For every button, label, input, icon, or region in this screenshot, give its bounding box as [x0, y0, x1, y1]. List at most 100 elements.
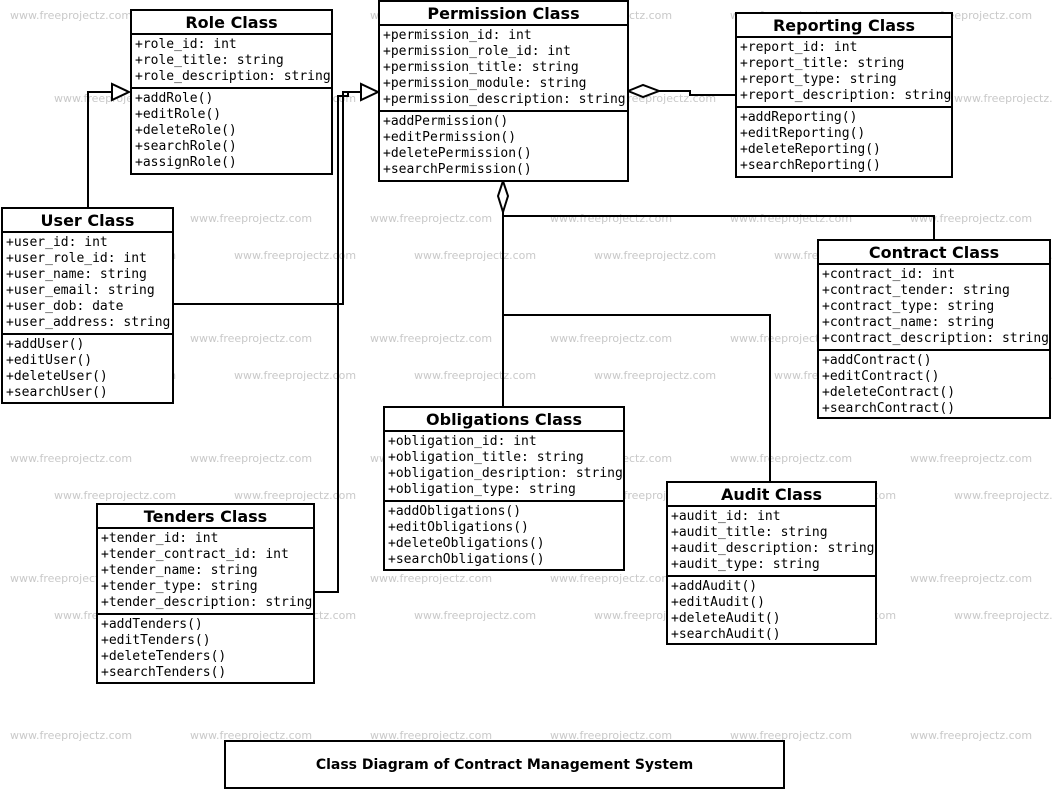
class-attribute: +tender_id: int [101, 531, 219, 546]
class-method: +addAudit() [671, 579, 758, 594]
class-method: +addTenders() [101, 617, 203, 632]
contract-class-methods: +addContract() +editContract() +deleteCo… [819, 349, 1049, 419]
class-attribute: +permission_id: int [383, 28, 532, 43]
audit-class-box: Audit Class +audit_id: int +audit_title:… [666, 481, 877, 645]
class-method: +searchPermission() [383, 162, 532, 177]
class-attribute: +permission_description: string [383, 92, 626, 107]
class-attribute: +report_id: int [740, 40, 858, 55]
class-attribute: +audit_title: string [671, 525, 828, 540]
contract-to-permission-aggregation-line [503, 215, 935, 239]
class-method: +deleteTenders() [101, 649, 227, 664]
class-method: +searchRole() [135, 139, 237, 154]
class-attribute: +contract_id: int [822, 267, 956, 282]
permission-class-title: Permission Class [380, 2, 627, 26]
class-method: +addRole() [135, 91, 214, 106]
tenders-to-permission-generalization-line [315, 92, 349, 593]
class-method: +addReporting() [740, 110, 858, 125]
class-attribute: +tender_description: string [101, 595, 313, 610]
class-method: +editReporting() [740, 126, 866, 141]
class-method: +editRole() [135, 107, 222, 122]
class-method: +deleteReporting() [740, 142, 881, 157]
obligations-class-title: Obligations Class [385, 408, 623, 432]
audit-class-methods: +addAudit() +editAudit() +deleteAudit() … [668, 575, 875, 645]
permission-class-box: Permission Class +permission_id: int +pe… [378, 0, 629, 182]
class-attribute: +tender_contract_id: int [101, 547, 289, 562]
audit-to-permission-aggregation-line [503, 314, 771, 481]
user-class-methods: +addUser() +editUser() +deleteUser() +se… [3, 333, 172, 403]
audit-class-attributes: +audit_id: int +audit_title: string +aud… [668, 507, 875, 575]
class-method: +searchReporting() [740, 158, 881, 173]
class-attribute: +user_name: string [6, 267, 147, 282]
obligations-class-methods: +addObligations() +editObligations() +de… [385, 500, 623, 570]
class-attribute: +role_id: int [135, 37, 237, 52]
class-method: +editUser() [6, 353, 93, 368]
class-method: +deleteUser() [6, 369, 108, 384]
reporting-class-title: Reporting Class [737, 14, 951, 38]
class-attribute: +contract_type: string [822, 299, 995, 314]
class-attribute: +report_type: string [740, 72, 897, 87]
user-class-title: User Class [3, 209, 172, 233]
class-attribute: +user_role_id: int [6, 251, 147, 266]
role-class-methods: +addRole() +editRole() +deleteRole() +se… [132, 87, 331, 173]
tenders-class-attributes: +tender_id: int +tender_contract_id: int… [98, 529, 313, 613]
class-method: +searchUser() [6, 385, 108, 400]
user-class-box: User Class +user_id: int +user_role_id: … [1, 207, 174, 404]
class-method: +addPermission() [383, 114, 509, 129]
class-attribute: +user_email: string [6, 283, 155, 298]
role-class-attributes: +role_id: int +role_title: string +role_… [132, 35, 331, 87]
diagram-caption: Class Diagram of Contract Management Sys… [224, 740, 785, 789]
class-method: +editContract() [822, 369, 940, 384]
class-attribute: +user_dob: date [6, 299, 124, 314]
class-attribute: +obligation_title: string [388, 450, 584, 465]
class-method: +addContract() [822, 353, 932, 368]
class-attribute: +tender_type: string [101, 579, 258, 594]
contract-class-attributes: +contract_id: int +contract_tender: stri… [819, 265, 1049, 349]
class-method: +searchContract() [822, 401, 956, 416]
permission-class-attributes: +permission_id: int +permission_role_id:… [380, 26, 627, 110]
user-to-permission-generalization-line [174, 91, 361, 305]
class-method: +deleteContract() [822, 385, 956, 400]
role-generalization-arrowhead [111, 82, 132, 102]
class-method: +editObligations() [388, 520, 529, 535]
class-attribute: +obligation_id: int [388, 434, 537, 449]
class-attribute: +contract_description: string [822, 331, 1049, 346]
class-method: +searchAudit() [671, 627, 781, 642]
contract-class-box: Contract Class +contract_id: int +contra… [817, 239, 1051, 419]
class-attribute: +user_address: string [6, 315, 171, 330]
class-attribute: +report_title: string [740, 56, 905, 71]
tenders-class-methods: +addTenders() +editTenders() +deleteTend… [98, 613, 313, 683]
class-attribute: +audit_description: string [671, 541, 875, 556]
reporting-class-attributes: +report_id: int +report_title: string +r… [737, 38, 951, 106]
class-method: +deleteObligations() [388, 536, 545, 551]
role-class-box: Role Class +role_id: int +role_title: st… [130, 9, 333, 175]
class-attribute: +role_title: string [135, 53, 284, 68]
tenders-class-title: Tenders Class [98, 505, 313, 529]
class-method: +editAudit() [671, 595, 765, 610]
permission-aggregation-diamond [496, 177, 510, 216]
class-method: +assignRole() [135, 155, 237, 170]
reporting-aggregation-diamond [625, 83, 662, 99]
class-attribute: +audit_id: int [671, 509, 781, 524]
permission-class-methods: +addPermission() +editPermission() +dele… [380, 110, 627, 180]
obligations-class-box: Obligations Class +obligation_id: int +o… [383, 406, 625, 571]
class-method: +searchTenders() [101, 665, 227, 680]
class-attribute: +permission_module: string [383, 76, 587, 91]
class-method: +deletePermission() [383, 146, 532, 161]
class-attribute: +audit_type: string [671, 557, 820, 572]
class-method: +editTenders() [101, 633, 211, 648]
contract-class-title: Contract Class [819, 241, 1049, 265]
class-attribute: +contract_name: string [822, 315, 995, 330]
class-attribute: +role_description: string [135, 69, 331, 84]
permission-generalization-arrowhead [360, 82, 381, 102]
class-attribute: +user_id: int [6, 235, 108, 250]
user-class-attributes: +user_id: int +user_role_id: int +user_n… [3, 233, 172, 333]
audit-class-title: Audit Class [668, 483, 875, 507]
class-attribute: +permission_role_id: int [383, 44, 571, 59]
class-method: +editPermission() [383, 130, 517, 145]
class-attribute: +contract_tender: string [822, 283, 1010, 298]
obligations-class-attributes: +obligation_id: int +obligation_title: s… [385, 432, 623, 500]
tenders-class-box: Tenders Class +tender_id: int +tender_co… [96, 503, 315, 684]
reporting-class-box: Reporting Class +report_id: int +report_… [735, 12, 953, 178]
class-method: +deleteAudit() [671, 611, 781, 626]
